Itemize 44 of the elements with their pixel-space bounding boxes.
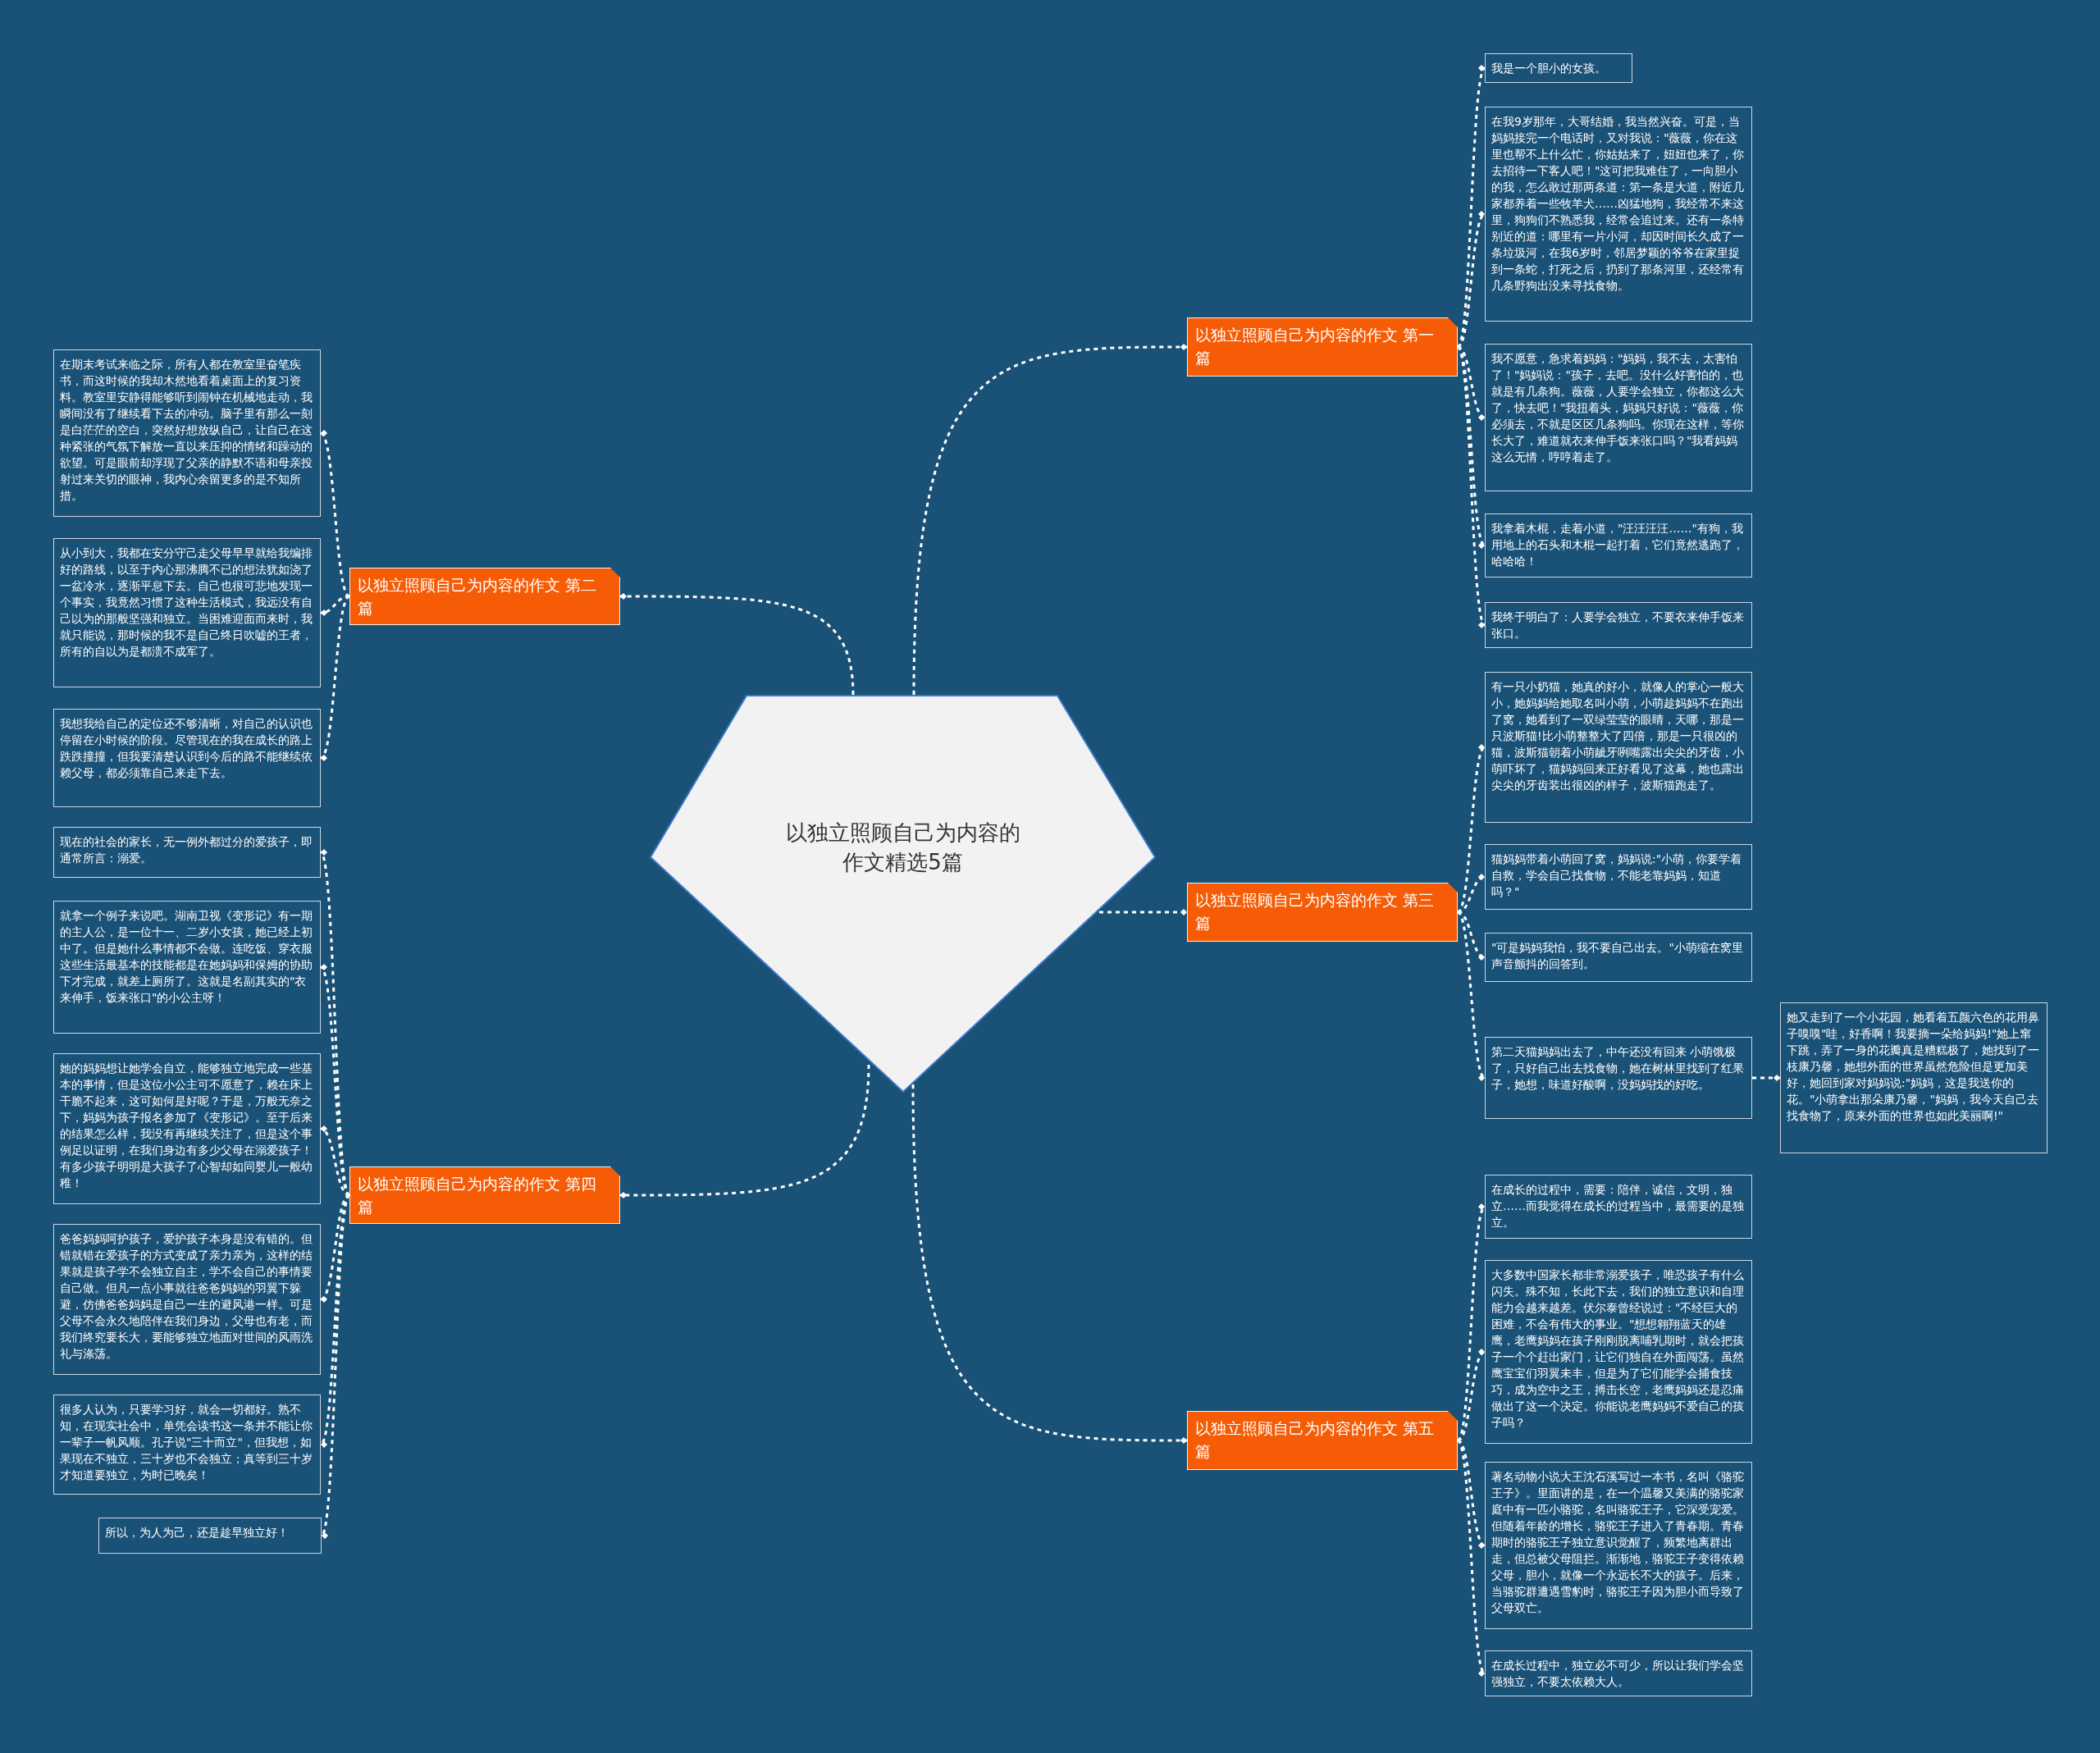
text-card: 在我9岁那年，大哥结婚，我当然兴奋。可是，当妈妈接完一个电话时，又对我说："薇薇，你在这里也帮不上什么忙，你姑姑来了，妞妞也来了，你去招待一下客人吧！"这可把我难住了，一向胆小的我，怎么敢过那两条道：第一条是大道，附近几家都养着一些牧羊犬……凶猛地狗，我经常不来这里，狗狗们不熟悉我，经常会追过来。还有一条特别近的道：哪里有一片小河，却因时间长久成了一条垃圾河，在我6岁时，邻居梦颖的爷爷在家里捉到一条蛇，打死之后，扔到了那条河里，还经常有几条野狗出没来寻找食物。 — [1485, 107, 1752, 322]
topic-box: 以独立照顾自己为内容的作文 第一篇 — [1187, 317, 1458, 377]
text-card: 现在的社会的家长，无一例外都过分的爱孩子，即通常所言：溺爱。 — [53, 827, 321, 878]
topic-box: 以独立照顾自己为内容的作文 第三篇 — [1187, 883, 1458, 942]
dashed-connector — [1456, 346, 1486, 626]
text-card: 我终于明白了：人要学会独立，不要衣来伸手饭来张口。 — [1485, 602, 1752, 648]
text-card: 我拿着木棍，走着小道，"汪汪汪汪……"有狗，我用地上的石头和木棍一起打着，它们竟然逃跑了，哈哈哈！ — [1485, 514, 1752, 577]
central-topic-text: 以独立照顾自己为内容的作文精选5篇 — [784, 819, 1021, 876]
topic-box: 以独立照顾自己为内容的作文 第五篇 — [1187, 1411, 1458, 1470]
dashed-connector — [1752, 1075, 1780, 1081]
text-card: 很多人认为，只要学习好，就会一切都好。熟不知，在现实社会中，单凭会读书这一条并不能让你一辈子一帆风顺。孔子说"三十而立"，但我想，如果现在不独立，三十岁也不会独立；真等到三十岁才知道要独立，为时已晚矣！ — [53, 1395, 321, 1495]
dashed-connector — [1099, 909, 1187, 915]
dashed-connector — [1457, 212, 1486, 349]
text-card: 就拿一个例子来说吧。湖南卫视《变形记》有一期的主人公，是一位十一、二岁小女孩，她已经上初中了。但是她什么事情都不会做。连吃饭、穿衣服这些生活最基本的技能都是在她妈妈和保姆的协助下才完成，就差上厕所了。这就是名副其实的"衣来伸手，饭来张口"的小公主呀！ — [53, 901, 321, 1034]
text-card: 在成长的过程中，需要：陪伴，诚信，文明，独立……而我觉得在成长的过程当中，最需要的是独立。 — [1485, 1175, 1752, 1239]
dashed-connector — [1457, 1439, 1486, 1547]
text-card: 爸爸妈妈呵护孩子，爱护孩子本身是没有错的。但错就错在爱孩子的方式变成了亲力亲为，这样的结果就是孩子学不会独立自主，学不会自己的事情要自己做。但凡一点小事就往爸爸妈妈的羽翼下躲避，仿佛爸爸妈妈是自己一生的避风港一样。可是父母不会永久地陪伴在我们身边，父母也有老，而我们终究要长大，要能够独立地面对世间的风雨洗礼与涤荡。 — [53, 1224, 321, 1375]
dashed-connector — [620, 593, 855, 696]
dashed-connector — [1456, 1206, 1486, 1441]
text-card: 所以，为人为己，还是趁早独立好！ — [98, 1518, 322, 1554]
text-card: 我想我给自己的定位还不够清晰，对自己的认识也停留在小时候的阶段。尽管现在的我在成长的路上跌跌撞撞，但我要清楚认识到今后的路不能继续依赖父母，都必须靠自己来走下去。 — [53, 709, 321, 807]
text-card: 在成长过程中，独立必不可少，所以让我们学会坚强独立，不要太依赖大人。 — [1485, 1650, 1752, 1696]
text-card: 大多数中国家长都非常溺爱孩子，唯恐孩子有什么闪失。殊不知，长此下去，我们的独立意识和自理能力会越来越差。伏尔泰曾经说过："不经巨大的困难，不会有伟大的事业。"想想翱翔蓝天的雄鹰，老鹰妈妈在孩子刚刚脱离哺乳期时，就会把孩子一个个赶出家门，让它们独自在外面闯荡。虽然鹰宝宝们羽翼未丰，但是为了它们能学会捕食技巧，成为空中之王，搏击长空，老鹰妈妈还是忍痛做出了这一个决定。你能说老鹰妈妈不爱自己的孩子吗？ — [1485, 1260, 1752, 1444]
topic-box: 以独立照顾自己为内容的作文 第二篇 — [349, 568, 620, 625]
text-card: 猫妈妈带着小萌回了窝，妈妈说:"小萌，你要学着自救，学会自己找食物，不能老靠妈妈，知道吗？" — [1485, 844, 1752, 910]
dashed-connector — [319, 431, 351, 598]
text-card: "可是妈妈我怕，我不要自己出去。"小萌缩在窝里声音颤抖的回答到。 — [1485, 933, 1752, 982]
text-card: 著名动物小说大王沈石溪写过一本书，名叫《骆驼王子》。里面讲的是，在一个温馨又美满的骆驼家庭中有一匹小骆驼，名叫骆驼王子，它深受宠爱。但随着年龄的增长，骆驼王子进入了青春期。青春期时的骆驼王子独立意识觉醒了，频繁地离群出走，但总被父母阻拦。渐渐地，骆驼王子变得依赖父母，胆小，就像一个永远长不大的孩子。后来，当骆驼群遭遇雪豹时，骆驼王子因为胆小而导致了父母双亡。 — [1485, 1462, 1752, 1629]
text-card: 她又走到了一个小花园，她看着五颜六色的花用鼻子嗅嗅"哇，好香啊！我要摘一朵给妈妈!"她上窜下跳，弄了一身的花瓣真是糟糕极了，她找到了一枝康乃馨，她想外面的世界虽然危险但是更加美好，她回到家对妈妈说:"妈妈，这是我送你的花。"小萌拿出那朵康乃馨，"妈妈，我今天自己去找食物了，原来外面的世界也如此美丽啊!" — [1780, 1002, 2048, 1153]
dashed-connector — [912, 344, 1187, 696]
dashed-connector — [911, 1084, 1187, 1444]
text-card: 我不愿意，急求着妈妈："妈妈，我不去，太害怕了！"妈妈说："孩子，去吧。没什么好害怕的，也就是有几条狗。薇薇，人要学会独立，你都这么大了，快去吧！"我扭着头，妈妈只好说："薇薇，你必须去，不就是区区几条狗吗。你现在这样，等你长大了，难道就衣来伸手饭来张口吗？"我看妈妈这么无情，哼哼着走了。 — [1485, 344, 1752, 491]
topic-box: 以独立照顾自己为内容的作文 第四篇 — [349, 1166, 620, 1224]
text-card: 第二天猫妈妈出去了，中午还没有回来 小萌饿极了，只好自己出去找食物，她在树林里找到了红果子，她想，味道好酸啊，没妈妈找的好吃。 — [1485, 1037, 1752, 1119]
text-card: 从小到大，我都在安分守己走父母早早就给我编排好的路线，以至于内心那沸腾不已的想法犹如浇了一盆冷水，逐渐平息下去。自己也很可悲地发现一个事实，我竟然习惯了这种生活模式，我远没有自己以为的那般坚强和独立。当困难迎面而来时，我就只能说，那时候的我不是自己终日吹嘘的王者，所有的自以为是都溃不成军了。 — [53, 538, 321, 687]
text-card: 她的妈妈想让她学会自立，能够独立地完成一些基本的事情，但是这位小公主可不愿意了，赖在床上干脆不起来，这可如何是好呢？于是，万般无奈之下，妈妈为孩子报名参加了《变形记》。至于后来的结果怎么样，我没有再继续关注了，但是这个事例足以证明，在我们身边有多少父母在溺爱孩子！有多少孩子明明是大孩子了心智却如同婴儿一般幼稚！ — [53, 1053, 321, 1204]
text-card: 我是一个胆小的女孩。 — [1485, 53, 1632, 83]
dashed-connector — [319, 966, 351, 1196]
dashed-connector — [319, 595, 351, 760]
text-card: 有一只小奶猫，她真的好小，就像人的掌心一般大小，她妈妈给她取名叫小萌，小萌趁妈妈不在跑出了窝，她看到了一双绿莹莹的眼睛，天哪，那是一只波斯猫!比小萌整整大了四倍，那是一只很凶的猫，波斯猫朝着小萌龇牙咧嘴露出尖尖的牙齿，小萌吓坏了，猫妈妈回来正好看见了这幕，她也露出尖尖的牙齿装出很凶的样子，波斯猫跑走了。 — [1485, 672, 1752, 823]
text-card: 在期末考试来临之际，所有人都在教室里奋笔疾书，而这时候的我却木然地看着桌面上的复习资料。教室里安静得能够听到闹钟在机械地走动，我瞬间没有了继续看下去的冲动。脑子里有那么一刻是白茫茫的空白，突然好想放纵自己，让自己在这种紧张的气氛下解放一直以来压抑的情绪和躁动的欲望。可是眼前却浮现了父亲的静默不语和母亲投射过来关切的眼神，我内心余留更多的是不知所措。 — [53, 349, 321, 517]
dashed-connector — [620, 1064, 870, 1198]
dashed-connector — [1456, 911, 1486, 1080]
dashed-connector — [1456, 1440, 1486, 1674]
